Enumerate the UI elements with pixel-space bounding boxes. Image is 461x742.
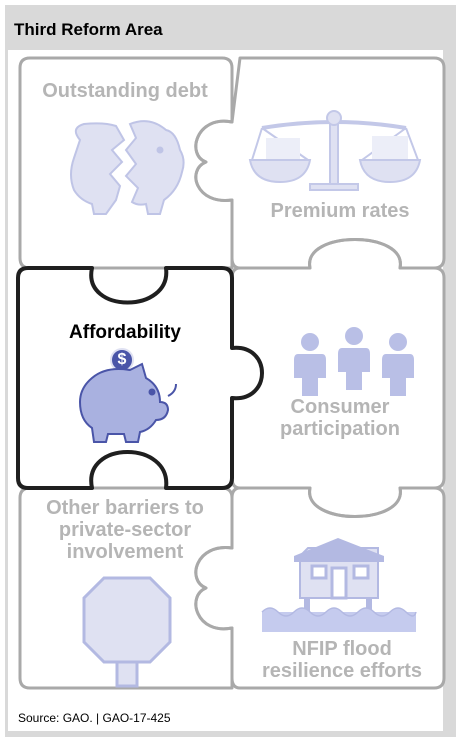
- label-premium-rates: Premium rates: [270, 200, 410, 222]
- label-other-barriers: Other barriers to private-sector involve…: [46, 497, 204, 563]
- balance-scale-icon: [248, 110, 422, 191]
- piggy-bank-dollar-icon: [78, 348, 177, 443]
- piece-flood-resilience: [194, 486, 446, 690]
- footer-panel: [8, 698, 443, 731]
- label-outstanding-debt: Outstanding debt: [42, 80, 208, 102]
- source-note: Source: GAO. | GAO-17-425: [18, 711, 171, 725]
- dollar-symbol: $: [117, 351, 127, 368]
- figure-title: Third Reform Area: [14, 20, 163, 39]
- people-icon: [294, 327, 414, 396]
- broken-piggy-bank-icon: [70, 120, 185, 215]
- label-flood-resilience: NFIP flood resilience efforts: [261, 638, 423, 682]
- label-affordability: Affordability: [69, 322, 181, 343]
- label-consumer-participation: Consumer participation: [279, 396, 400, 440]
- stop-sign-icon: [82, 576, 172, 688]
- elevated-house-icon: [261, 538, 417, 632]
